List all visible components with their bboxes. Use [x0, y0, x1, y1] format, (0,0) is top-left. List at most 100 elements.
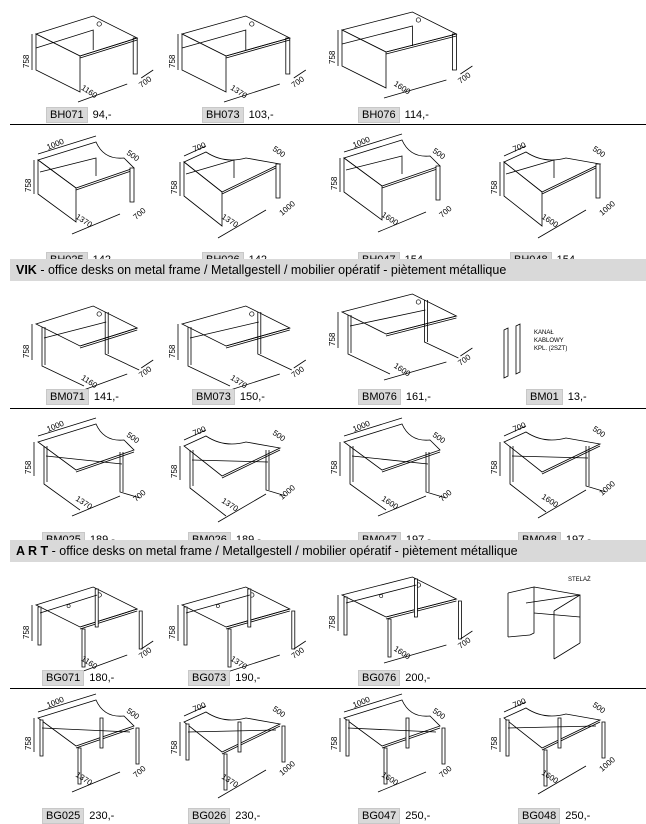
note-label: KABLOWY: [534, 338, 564, 344]
product-code: BG048: [518, 808, 561, 824]
metal-leg: [43, 446, 81, 511]
width-dimension: [217, 209, 267, 239]
metal-leg: [119, 452, 141, 499]
metal-leg: [349, 446, 387, 511]
frame-crossbar: [533, 612, 581, 618]
product-code: BM071: [46, 389, 89, 405]
product-code: BG071: [42, 670, 85, 686]
side-panel: [595, 163, 601, 199]
lock-icon: [379, 594, 384, 598]
metal-leg: [424, 300, 459, 359]
desktop-top: [37, 699, 135, 747]
top-dimension: [503, 701, 527, 713]
divider: [10, 688, 646, 689]
metal-leg: [41, 327, 85, 387]
desktop-top: [183, 435, 282, 477]
apron: [187, 729, 277, 733]
metal-leg: [347, 315, 391, 375]
front-edge: [381, 727, 441, 749]
apron: [41, 727, 131, 733]
dimension-label: 700: [132, 488, 148, 504]
dimension-label: 1600: [380, 210, 400, 228]
width-dimension: [537, 765, 587, 795]
dimension-label: 1000: [278, 483, 298, 502]
top-dimension: [183, 145, 207, 157]
front-edge: [225, 610, 290, 630]
front-edge: [541, 445, 601, 475]
dimension-label: 1370: [74, 494, 94, 512]
product-price: 94,-: [92, 109, 112, 121]
front-edge: [225, 37, 290, 57]
cable-hole-icon: [415, 17, 421, 23]
cable-channel: [515, 323, 521, 375]
dimension-label: 758: [330, 176, 339, 190]
leg: [343, 596, 348, 636]
crossbar: [45, 455, 123, 465]
front-edge: [385, 317, 457, 337]
dimension-label: 700: [456, 352, 473, 367]
width-dimension: [377, 771, 427, 793]
product-code: BM01: [526, 389, 563, 405]
desktop-top: [37, 423, 135, 471]
modesty-panel: [345, 155, 403, 174]
dimension-label: 700: [132, 206, 148, 222]
depth-dimension: [460, 630, 473, 640]
crossbar: [189, 321, 259, 339]
leg: [281, 725, 286, 763]
front-edge: [541, 721, 601, 751]
front-edge: [75, 169, 135, 191]
width-dimension: [383, 644, 447, 664]
lock-icon: [66, 604, 71, 608]
leg: [405, 717, 410, 749]
metal-leg: [425, 452, 447, 499]
leg: [557, 717, 562, 749]
dimension-label: 758: [328, 615, 337, 629]
product-code: BH073: [202, 107, 244, 123]
metal-leg: [104, 312, 140, 371]
width-dimension: [383, 361, 447, 381]
width-dimension: [223, 83, 280, 103]
leg: [185, 723, 190, 761]
dimension-label: 1600: [380, 494, 400, 512]
desktop-top: [180, 305, 291, 347]
desktop-top: [343, 139, 441, 187]
dimension-label: 758: [328, 50, 337, 64]
dimension-label: 500: [271, 704, 288, 719]
product-price: 230,-: [89, 810, 115, 822]
modesty-panel: [185, 159, 235, 178]
cable-hole-icon: [415, 299, 421, 305]
top-dimension: [343, 693, 403, 713]
top-dimension: [183, 429, 207, 441]
side-panel: [435, 165, 441, 201]
leg: [383, 747, 388, 785]
leg: [601, 721, 606, 759]
metal-leg: [187, 327, 231, 387]
banner-text: - office desks on metal frame / Metallge…: [36, 263, 507, 277]
dimension-label: 758: [168, 344, 177, 358]
dimension-label: 758: [170, 740, 179, 754]
product-code: BG026: [188, 808, 231, 824]
side-panel: [452, 33, 457, 71]
leg: [94, 588, 99, 628]
product-price: 190,-: [235, 672, 261, 684]
top-dimension: [503, 425, 527, 437]
divider: [10, 124, 646, 125]
product-price: 13,-: [567, 391, 587, 403]
product-code: BH071: [46, 107, 88, 123]
product-price: 230,-: [235, 810, 261, 822]
dimension-label: 700: [137, 364, 154, 379]
front-edge: [221, 449, 281, 479]
width-dimension: [217, 493, 267, 523]
dimension-label: 1370: [74, 770, 94, 788]
modesty-panel: [39, 157, 97, 176]
